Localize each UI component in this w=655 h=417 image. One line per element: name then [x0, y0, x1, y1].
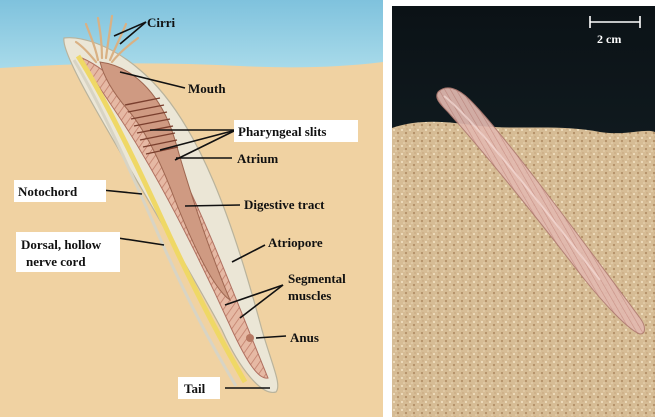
anus-label: Anus	[290, 330, 319, 345]
segmental-muscles-label-line1: Segmental	[288, 271, 346, 286]
digestive-tract-label: Digestive tract	[244, 197, 325, 212]
atrium-label: Atrium	[237, 151, 278, 166]
segmental-muscles-label-line2: muscles	[288, 288, 331, 303]
tail-label: Tail	[184, 381, 206, 396]
scale-bar-label: 2 cm	[597, 32, 621, 46]
notochord-label: Notochord	[18, 184, 78, 199]
mouth-label: Mouth	[188, 81, 226, 96]
diagram-panel: Cirri Mouth Pharyngeal slits Atrium Noto…	[0, 0, 383, 417]
nerve-cord-label-line2: nerve cord	[26, 254, 86, 269]
nerve-cord-label-line1: Dorsal, hollow	[21, 237, 102, 252]
pharyngeal-slits-label: Pharyngeal slits	[238, 124, 326, 139]
atriopore-label: Atriopore	[268, 235, 323, 250]
cirri-label: Cirri	[147, 15, 176, 30]
water-background	[0, 0, 383, 70]
anus-shape	[246, 334, 254, 342]
photo-panel: 2 cm	[392, 6, 655, 417]
